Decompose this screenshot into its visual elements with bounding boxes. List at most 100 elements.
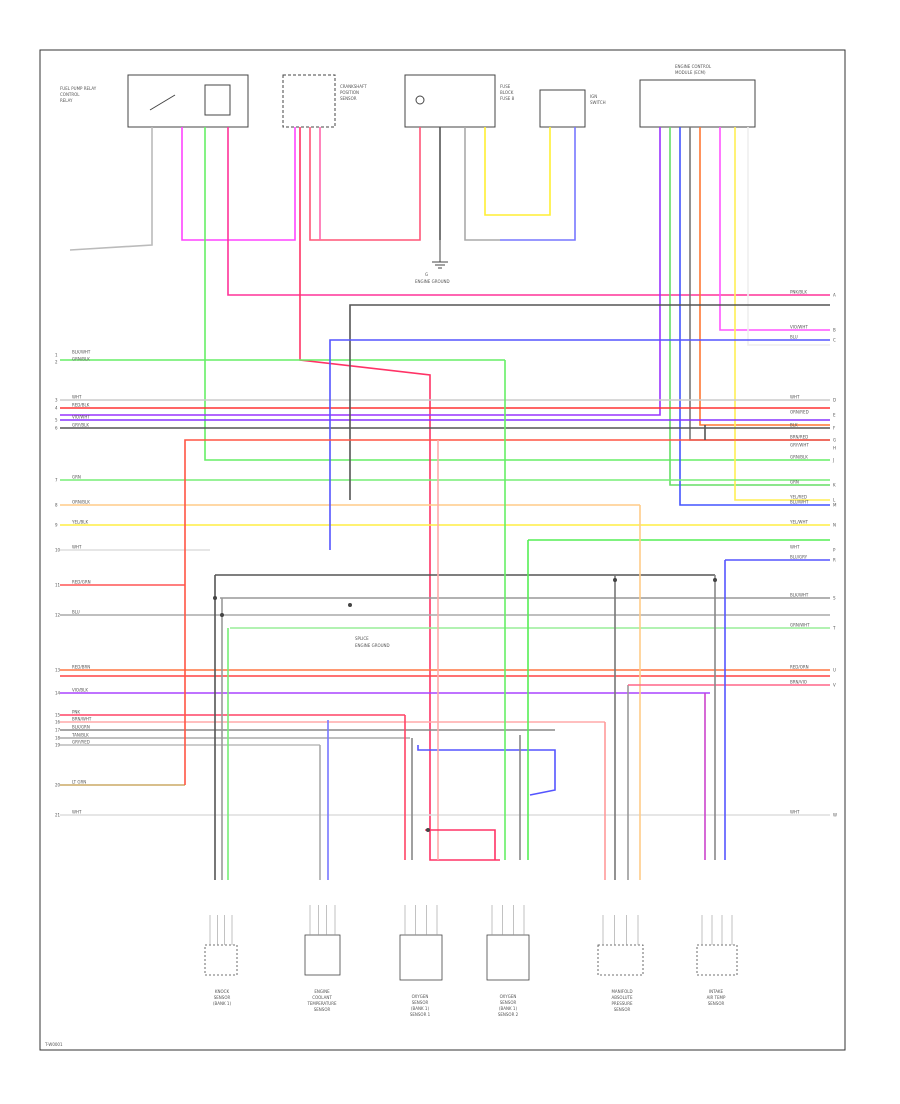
dual-relay-label-3: RELAY — [60, 98, 73, 103]
left-pin-17: 17 — [55, 728, 61, 733]
ckp-label-1: CRANKSHAFT — [340, 84, 367, 89]
right-wire-color-J: GRN/BLK — [790, 455, 808, 460]
splice-label-group: SPLICE ENGINE GROUND — [355, 636, 390, 648]
left-wire-color-19: GRY/RED — [72, 740, 90, 745]
map-sensor-box — [597, 944, 644, 976]
wire-harness — [60, 127, 830, 880]
left-wire-color-7: GRN — [72, 475, 81, 480]
left-wire-color-5: VIO/WHT — [72, 415, 90, 420]
o2-sensor-1-label-2: SENSOR — [412, 1000, 429, 1005]
fuse-label-3: FUSE 8 — [500, 96, 515, 101]
left-wire-color-18: TAN/BLK — [71, 733, 89, 738]
wire-relay-2 — [181, 127, 296, 241]
right-pin-D: D — [833, 398, 836, 403]
left-pin-12: 12 — [55, 613, 61, 618]
wire-relay-3 — [204, 127, 830, 461]
left-wire-color-3: WHT — [72, 395, 82, 400]
right-pin-G: G — [833, 438, 836, 443]
left-wire-color-21: WHT — [72, 810, 82, 815]
left-pin-15: 15 — [55, 713, 61, 718]
o2-sensor-2-label-3: (BANK 1) — [499, 1006, 517, 1011]
right-wire-color-S: BLK/WHT — [790, 593, 809, 598]
wire-ecm-7 — [734, 127, 830, 501]
wire-ecm-6 — [719, 127, 830, 331]
wire-v-blue — [329, 339, 830, 550]
wire-fuse-4 — [500, 127, 576, 241]
wire-ckp-2 — [309, 127, 421, 241]
left-pin-21: 21 — [55, 813, 61, 818]
wire-ecm-3 — [679, 127, 830, 506]
left-pin-19: 19 — [55, 743, 61, 748]
right-pin-S: S — [833, 596, 836, 601]
wire-fuse-2 — [464, 127, 500, 241]
o2-sensor-2-label-4: SENSOR 2 — [498, 1012, 519, 1017]
right-wire-color-N: YEL/WHT — [789, 520, 809, 525]
dual-relay-label-2: CONTROL — [60, 92, 80, 97]
o2-sensor-2-label-1: OXYGEN — [500, 994, 517, 999]
ground-symbol: G ENGINE GROUND — [415, 240, 450, 284]
left-pin-16: 16 — [55, 720, 61, 725]
left-pin-8: 8 — [55, 503, 58, 508]
dual-relay: FUEL PUMP RELAY CONTROL RELAY — [60, 74, 249, 128]
left-pin-13: 13 — [55, 668, 61, 673]
map-sensor-label-2: ABSOLUTE — [611, 995, 632, 1000]
junctions — [213, 578, 717, 832]
right-pin-E: E — [833, 413, 836, 418]
right-pin-A: A — [833, 293, 836, 298]
wire-drop-o2c — [417, 745, 556, 796]
right-pin-T: T — [832, 626, 836, 631]
left-pin-14: 14 — [55, 691, 61, 696]
right-pin-P: P — [833, 548, 836, 553]
left-pin-5: 5 — [55, 418, 58, 423]
dual-relay-label-1: FUEL PUMP RELAY — [60, 86, 97, 91]
left-wire-color-11: RED/GRN — [72, 580, 91, 585]
right-wire-color-E: ORN/RED — [790, 410, 809, 415]
right-pin-V: V — [833, 683, 836, 688]
left-pin-10: 10 — [55, 548, 61, 553]
left-wire-color-9: YEL/BLK — [71, 520, 89, 525]
right-pin-C: C — [833, 338, 836, 343]
left-wire-labels: 1BLK/WHT2GRN/BLK3WHT4RED/BLK5VIO/WHT6GRY… — [55, 350, 92, 818]
map-sensor-label-1: MANIFOLD — [611, 989, 632, 994]
left-wire-color-1: BLK/WHT — [72, 350, 91, 355]
ckp-label-2: POSITION — [340, 90, 359, 95]
right-wire-color-G: BRN/RED — [790, 435, 808, 440]
left-pin-2: 2 — [55, 360, 58, 365]
small-conn-label-2: SWITCH — [590, 100, 606, 105]
wire-ckp-1 — [299, 127, 500, 861]
right-pin-J: J — [832, 458, 834, 463]
o2-sensor-1-label-3: (BANK 1) — [411, 1006, 429, 1011]
left-pin-1: 1 — [55, 353, 58, 358]
left-wire-color-6: GRY/BLK — [72, 423, 89, 428]
left-pin-7: 7 — [55, 478, 58, 483]
knock-sensor-label-3: (BANK 1) — [213, 1001, 231, 1006]
wire-v-red — [184, 439, 830, 785]
ground-label: G — [425, 272, 428, 277]
right-wire-color-W: WHT — [790, 810, 800, 815]
footer-id: T-W0001 — [44, 1042, 63, 1047]
ecm-label-2: MODULE (ECM) — [675, 70, 706, 75]
coolant-temp-label-4: SENSOR — [314, 1007, 331, 1012]
left-pin-4: 4 — [55, 406, 58, 411]
fuse-label-1: FUSE — [500, 84, 511, 89]
wire-ecm-1 — [60, 127, 661, 416]
left-pin-20: 20 — [55, 783, 61, 788]
wire-v-gray — [349, 304, 830, 500]
right-wire-color-D: WHT — [790, 395, 800, 400]
coolant-temp-label-2: COOLANT — [312, 995, 332, 1000]
left-wire-color-16: BRN/WHT — [72, 717, 92, 722]
right-wire-color-C: BLU — [790, 335, 798, 340]
coolant-temp-label-1: ENGINE — [314, 989, 330, 994]
right-wire-color-U: RED/ORN — [790, 665, 809, 670]
left-wire-color-20: LT GRN — [72, 780, 86, 785]
wire-ecm-4 — [689, 127, 830, 441]
iat-sensor-label-1: INTAKE — [709, 989, 724, 994]
left-wire-color-8: ORN/BLK — [72, 500, 90, 505]
